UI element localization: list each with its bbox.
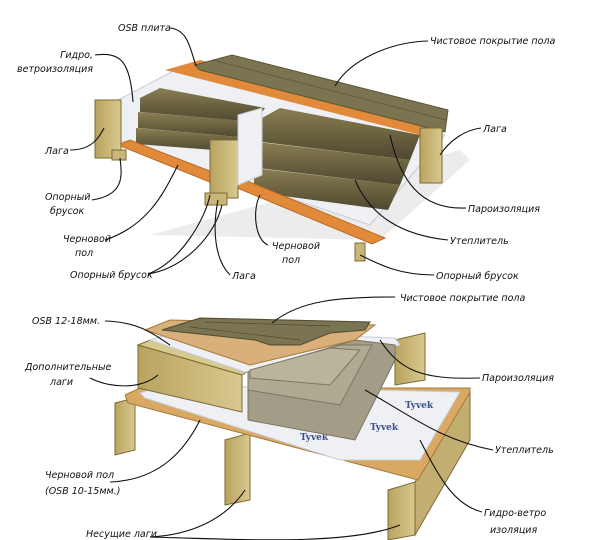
label-insulation: Утеплитель [450,236,509,247]
label-hydro-wind-bottom-2: изоляция [490,525,537,536]
label-support-bar-2: брусок [50,206,85,217]
lag-middle [209,139,239,199]
label-support-bar-bottom-left: Опорный брусок [70,270,153,281]
finish-floor-boards [194,54,449,133]
finish-floor-boards [161,317,371,346]
label-lag-mid: Лага [231,271,256,282]
label-support-bar-1: Опорный [45,192,90,203]
label-extra-lags-2: лаги [49,377,73,388]
bearing-lag-left [114,397,136,456]
membrane-panel-middle [237,107,263,186]
bearing-lag-middle [224,432,251,506]
insulation-rolls-right [254,108,420,210]
top-leader-lines [69,27,482,276]
label-rough-floor-left-2: пол [75,248,93,259]
lag-left [94,99,122,159]
bearing-lag-right [387,481,416,540]
bottom-labels: Чистовое покрытие пола OSB 12-18мм. Допо… [24,293,554,540]
label-rough-floor-2: (OSB 10-15мм.) [45,486,120,497]
label-rough-floor-mid-1: Черновой [272,241,320,252]
label-finish-floor: Чистовое покрытие пола [430,36,555,47]
top-labels: OSB плита Гидро, ветроизоляция Чистовое … [17,23,555,282]
bottom-floor-diagram: Tyvek Tyvek Tyvek [114,317,471,540]
support-bar-right [354,242,366,262]
top-floor-diagram [94,54,470,262]
label-lag-left: Лага [44,146,69,157]
label-bearing-lags: Несущие лаги [86,529,157,540]
label-rough-floor-mid-2: пол [282,255,300,266]
extra-lag-front [137,344,243,413]
insulation-layer-3 [249,347,362,386]
label-lag-right: Лага [482,124,507,135]
extra-lag-back [394,332,426,386]
insulation-rolls-left [136,88,265,152]
label-support-bar-bottom-right: Опорный брусок [436,271,519,282]
membrane-brand-text: Tyvek [300,433,329,443]
label-osb-top: OSB 12-18мм. [32,316,100,327]
label-osb-plate: OSB плита [118,23,171,34]
label-insulation-bottom: Утеплитель [495,445,554,456]
label-finish-floor-bottom: Чистовое покрытие пола [400,293,525,304]
label-vapor-barrier-bottom: Пароизоляция [482,373,554,384]
label-hydro-wind-bottom-1: Гидро-ветро [484,508,546,519]
label-extra-lags-1: Дополнительные [24,362,111,373]
lag-right [419,127,443,184]
support-bar-left [111,149,127,161]
label-hydro-wind-1: Гидро, [60,50,93,61]
tyvek-marks: Tyvek Tyvek Tyvek [300,401,434,443]
osb-strip [165,60,445,140]
label-vapor-barrier: Пароизоляция [468,204,540,215]
support-bar-middle [204,192,228,206]
label-rough-floor-1: Черновой пол [45,470,114,481]
membrane-brand-text: Tyvek [370,423,399,433]
membrane-brand-text: Tyvek [405,401,434,411]
label-rough-floor-left-1: Черновой [63,234,111,245]
bottom-leader-lines [89,296,494,540]
label-hydro-wind-2: ветроизоляция [17,64,93,75]
